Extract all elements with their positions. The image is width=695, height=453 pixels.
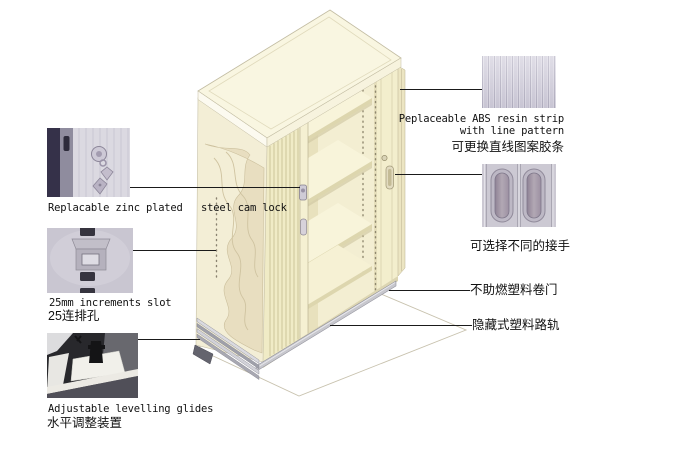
shelf-clip-flange bbox=[71, 238, 111, 250]
stile-keyhole bbox=[381, 155, 388, 161]
slot-hole bbox=[80, 272, 95, 281]
label-glides-en: Adjustable levelling glides bbox=[48, 403, 214, 415]
label-glides-zh: 水平调整装置 bbox=[47, 416, 123, 430]
cabinet-top bbox=[197, 9, 402, 148]
label-handles-zh: 可选择不同的接手 bbox=[470, 239, 571, 253]
slot-hole bbox=[80, 288, 95, 293]
label-cam-lock: Replacable zinc plated steel cam lock bbox=[48, 202, 287, 214]
callout-line-abs-strip bbox=[400, 89, 482, 90]
label-abs-strip-zh: 可更换直线图案胶条 bbox=[451, 140, 564, 154]
photo-door-handles bbox=[482, 164, 556, 227]
shelf-top bbox=[304, 140, 372, 202]
door-pull-handle bbox=[300, 218, 307, 236]
label-abs-strip-block: Peplaceable ABS resin strip with line pa… bbox=[399, 113, 564, 154]
callout-line-cam-lock bbox=[130, 187, 300, 188]
base-track bbox=[255, 276, 398, 373]
key bbox=[100, 166, 114, 181]
label-door-zh: 不助燃塑料卷门 bbox=[470, 283, 558, 297]
callout-line-track bbox=[330, 325, 472, 326]
label-slot-zh: 25连排孔 bbox=[48, 309, 100, 323]
label-abs-strip-en-1: Peplaceable ABS resin strip bbox=[398, 113, 564, 125]
photo-cam-lock bbox=[47, 128, 130, 197]
cabinet-right-stile bbox=[374, 65, 406, 295]
strip-line-pattern bbox=[482, 56, 556, 108]
glide-screw bbox=[89, 341, 103, 363]
label-abs-strip-en-2: with line pattern bbox=[459, 125, 564, 137]
callout-line-door bbox=[389, 290, 470, 291]
tambour-door bbox=[263, 120, 309, 362]
levelling-glide-foot bbox=[192, 344, 214, 365]
cabinet-bottom-panel bbox=[304, 245, 372, 307]
cabinet-left-panel bbox=[195, 97, 268, 363]
levelling-rails bbox=[192, 317, 260, 380]
photo-abs-strip bbox=[482, 56, 556, 108]
callout-line-handles bbox=[395, 174, 482, 175]
slot-hole bbox=[80, 228, 95, 236]
label-track-zh: 隐藏式塑料路轨 bbox=[472, 318, 560, 332]
callout-line-glides bbox=[137, 339, 200, 340]
label-slot-en: 25mm increments slot bbox=[49, 297, 172, 309]
photo-levelling-glide bbox=[47, 333, 138, 398]
shelf-top bbox=[304, 203, 372, 265]
photo-increment-slots bbox=[47, 228, 133, 293]
callout-line-slot bbox=[133, 250, 216, 251]
key-ring bbox=[99, 159, 107, 167]
